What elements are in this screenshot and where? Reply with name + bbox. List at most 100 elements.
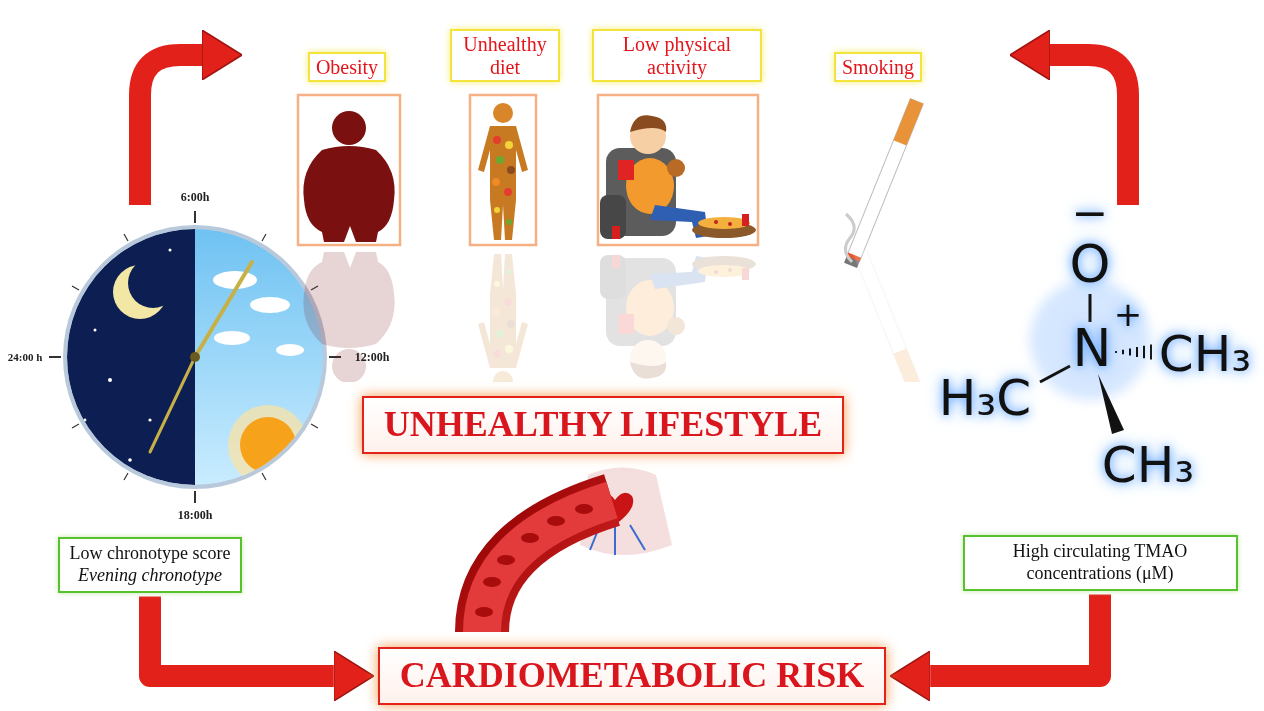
- clock-illustration: [228, 405, 308, 485]
- molecule-bonds: [1089, 294, 1092, 322]
- smoke: [845, 214, 854, 262]
- clock-tick: [72, 424, 79, 428]
- molecule-bonds: [1030, 280, 1150, 400]
- diet-figure: [507, 166, 515, 174]
- clock-illustration: [84, 419, 87, 422]
- hashed-bond: [1129, 348, 1131, 355]
- atom-label: CH₃: [1159, 325, 1252, 383]
- red-arrow: [930, 595, 1100, 676]
- clock-tick: [194, 211, 196, 223]
- heart-vessel-illustration: [482, 500, 612, 632]
- central-box: UNHEALTHY LIFESTYLE: [362, 396, 844, 453]
- clock-illustration: [214, 331, 250, 345]
- hashed-bond: [1143, 346, 1145, 358]
- atom-label: +: [1114, 294, 1143, 334]
- couch-figure: [600, 115, 756, 239]
- diet-figure: [505, 141, 513, 149]
- clock-illustration: [150, 357, 195, 452]
- clock-hour-label: 18:00h: [178, 508, 213, 523]
- reflection: [303, 250, 923, 382]
- atom-label: CH₃: [1102, 436, 1195, 494]
- heart-vessel-illustration: [483, 577, 501, 587]
- clock-illustration: [276, 344, 304, 356]
- hashed-bond: [1150, 345, 1152, 360]
- reflection: [844, 250, 923, 382]
- molecule-bonds: [1098, 374, 1124, 434]
- lifestyle-label: Low physical activity: [592, 29, 762, 82]
- clock-illustration: [169, 249, 172, 252]
- condition-box: Low chronotype scoreEvening chronotype: [58, 537, 243, 592]
- node-text: Obesity: [316, 56, 378, 78]
- clock-hour-label: 12:00h: [355, 350, 390, 365]
- clock-illustration: [250, 297, 290, 313]
- couch-figure: [630, 115, 666, 132]
- clock-tick: [262, 234, 266, 241]
- clock-illustration: [94, 329, 97, 332]
- cigarette: [847, 99, 924, 262]
- clock-hour-label: 24:00 h: [8, 351, 43, 363]
- diet-figure: [493, 136, 501, 144]
- diet-figure: [493, 103, 513, 123]
- clock-tick: [194, 491, 196, 503]
- atom-label: −: [1072, 187, 1109, 238]
- clock-tick: [124, 234, 128, 241]
- red-arrow: [1050, 55, 1128, 205]
- reflection: [478, 254, 528, 382]
- heart-vessel-illustration: [497, 555, 515, 565]
- clock-tick: [72, 286, 79, 290]
- atom-label: N: [1073, 318, 1112, 378]
- hashed-bond: [1115, 351, 1117, 353]
- clock-illustration: [195, 262, 252, 357]
- obesity-silhouette: [303, 146, 394, 242]
- clock-illustration: [190, 352, 200, 362]
- clock-tick: [49, 356, 61, 358]
- node-text: UNHEALTHY LIFESTYLE: [384, 404, 822, 445]
- diet-figure: [504, 188, 512, 196]
- couch-figure: [612, 226, 620, 239]
- atom-label: H₃C: [939, 369, 1032, 427]
- condition-box: High circulating TMAO concentrations (μM…: [963, 535, 1238, 590]
- node-text: Low chronotype score: [70, 543, 231, 565]
- image-panel: [298, 95, 400, 245]
- node-text: High circulating TMAO concentrations (μM…: [975, 541, 1226, 584]
- red-arrow: [150, 597, 334, 676]
- heart-vessel-illustration: [482, 500, 612, 632]
- diet-figure: [506, 219, 512, 225]
- couch-figure: [600, 195, 626, 239]
- clock-illustration: [67, 229, 195, 485]
- reflection: [600, 255, 756, 379]
- node-text: Unhealthy diet: [458, 33, 552, 78]
- couch-figure: [667, 159, 685, 177]
- heart-vessel-illustration: [521, 533, 539, 543]
- clock-illustration: [63, 225, 327, 489]
- diet-figure: [496, 156, 504, 164]
- image-panel: [470, 95, 536, 245]
- lifestyle-label: Obesity: [308, 52, 386, 82]
- diet-figure: [478, 126, 528, 240]
- reflection: [303, 252, 394, 382]
- hashed-bond: [1136, 347, 1138, 357]
- obesity-silhouette: [332, 111, 366, 145]
- clock-illustration: [148, 418, 151, 421]
- clock-illustration: [108, 378, 112, 382]
- obesity-silhouette: [303, 111, 394, 242]
- lifestyle-label: Smoking: [834, 52, 922, 82]
- image-panel: [298, 95, 758, 245]
- red-arrow: [140, 55, 202, 205]
- clock-illustration: [195, 229, 323, 485]
- heart-vessel-illustration: [547, 516, 565, 526]
- clock-illustration: [213, 271, 257, 289]
- atom-label: O: [1070, 234, 1111, 294]
- node-text: Low physical activity: [600, 33, 754, 78]
- outcome-box: CARDIOMETABOLIC RISK: [378, 647, 886, 704]
- lifestyle-label: Unhealthy diet: [450, 29, 560, 82]
- heart-vessel-illustration: [475, 607, 493, 617]
- clock-tick: [311, 424, 318, 428]
- clock-illustration: [128, 258, 178, 308]
- clock-tick: [124, 473, 128, 480]
- clock-illustration: [240, 417, 296, 473]
- cigarette: [844, 99, 923, 268]
- molecule-bonds: [1040, 366, 1070, 382]
